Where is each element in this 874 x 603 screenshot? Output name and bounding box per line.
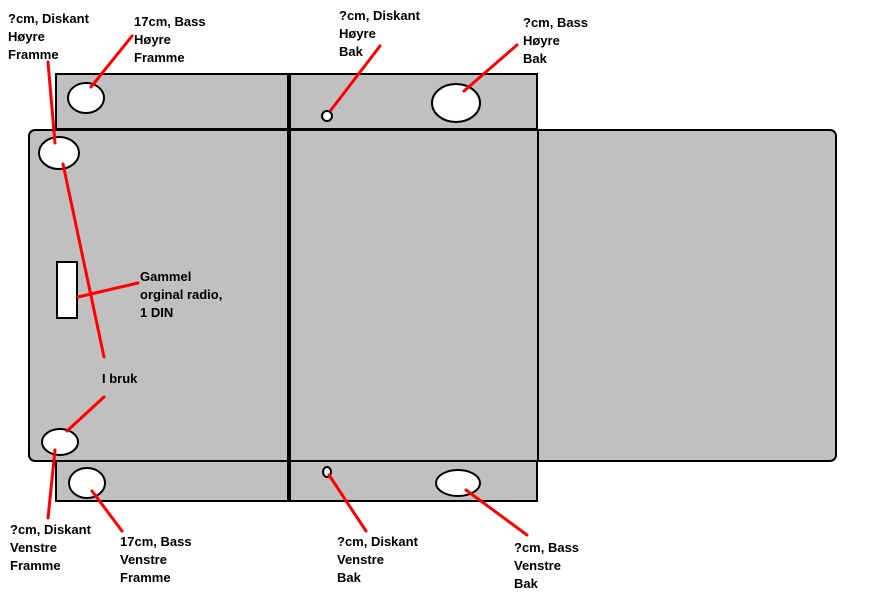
pointer-tweeter-rear-right xyxy=(329,44,382,112)
pointer-tweeter-front-left xyxy=(46,448,57,520)
bass-rear-right-speaker xyxy=(431,83,481,123)
pointer-bass-front-right xyxy=(89,34,134,89)
pointer-old-radio xyxy=(76,281,140,299)
label-tweeter-front-left: ?cm, Diskant Venstre Framme xyxy=(10,522,91,573)
pointer-tweeter-rear-left xyxy=(327,473,368,533)
label-old-radio: Gammel orginal radio, 1 DIN xyxy=(140,269,223,320)
label-bass-front-right: 17cm, Bass Høyre Framme xyxy=(134,14,206,65)
pointer-bass-front-left xyxy=(90,489,124,533)
label-bass-rear-left: ?cm, Bass Venstre Bak xyxy=(514,540,580,591)
label-bass-front-left: 17cm, Bass Venstre Framme xyxy=(120,534,192,585)
old-radio-unit xyxy=(56,261,78,319)
pointer-bass-rear-right xyxy=(462,43,519,93)
bass-rear-left-speaker xyxy=(435,469,481,497)
label-bass-rear-right: ?cm, Bass Høyre Bak xyxy=(523,15,589,66)
pointer-tweeter-front-right xyxy=(46,60,57,145)
label-in-use: I bruk xyxy=(102,371,138,386)
bass-front-right-speaker xyxy=(67,82,105,114)
label-tweeter-rear-right: ?cm, Diskant Høyre Bak xyxy=(339,8,420,59)
pointer-in-use-front xyxy=(61,162,106,359)
pointer-bass-rear-left xyxy=(464,488,529,537)
tweeter-front-right-speaker xyxy=(38,136,80,170)
tweeter-front-left-speaker xyxy=(41,428,79,456)
label-tweeter-rear-left: ?cm, Diskant Venstre Bak xyxy=(337,534,418,585)
car-body xyxy=(28,129,837,462)
bass-front-left-speaker xyxy=(68,467,106,499)
tweeter-rear-right-speaker xyxy=(321,110,333,122)
label-tweeter-front-right: ?cm, Diskant Høyre Framme xyxy=(8,11,89,62)
pointer-in-use-rear xyxy=(65,395,106,433)
